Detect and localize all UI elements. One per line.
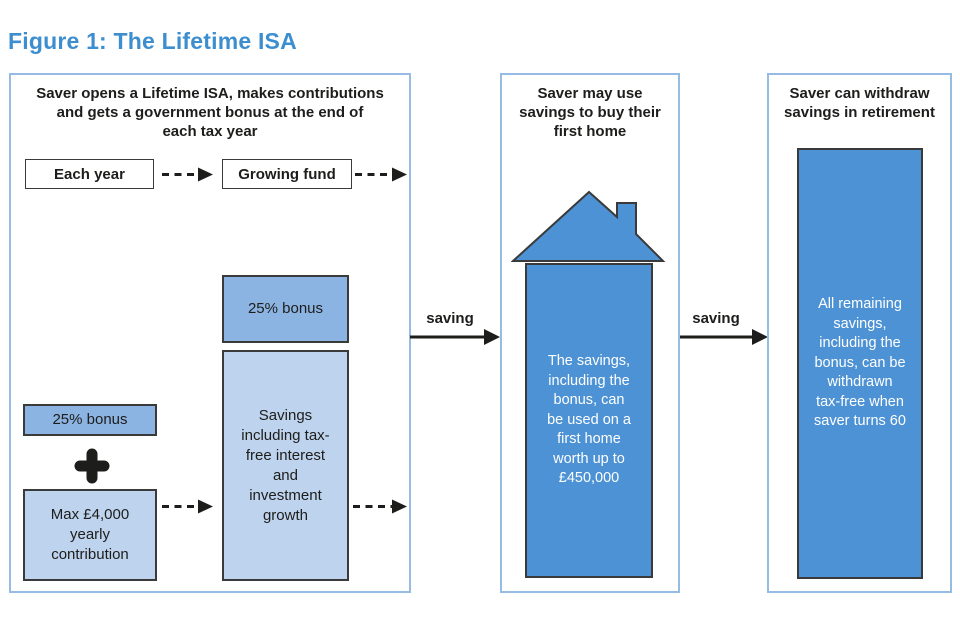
solid-arrow-icon [410, 329, 500, 345]
growing-fund-box: Growing fund [222, 159, 352, 189]
bonus-top-label: 25% bonus [247, 300, 324, 317]
panel-contributions-header: Saver opens a Lifetime ISA, makes contri… [36, 85, 384, 140]
solid-arrow-icon [680, 329, 768, 345]
dashed-arrow-icon [162, 167, 213, 182]
panel-retirement: Saver can withdraw savings in retirement… [767, 73, 952, 593]
bonus-box-top: 25% bonus [222, 275, 349, 343]
savings-growth-label: Savings including tax- free interest and… [241, 406, 330, 524]
dashed-arrow-icon [355, 167, 407, 182]
house-body-box: The savings, including the bonus, can be… [525, 263, 653, 578]
first-home-body-text: The savings, including the bonus, can be… [547, 353, 631, 487]
plus-icon [74, 448, 110, 484]
house-roof-icon [511, 190, 666, 262]
panel-contributions: Saver opens a Lifetime ISA, makes contri… [9, 73, 411, 593]
max-contribution-label: Max £4,000 yearly contribution [50, 506, 130, 563]
saving-label: saving [426, 310, 474, 327]
retirement-box: All remaining savings, including the bon… [797, 148, 923, 579]
panel-retirement-header: Saver can withdraw savings in retirement [784, 85, 935, 121]
bonus-box-small: 25% bonus [23, 404, 157, 436]
bonus-small-label: 25% bonus [52, 411, 128, 428]
max-contribution-box: Max £4,000 yearly contribution [23, 489, 157, 581]
savings-growth-box: Savings including tax- free interest and… [222, 350, 349, 581]
retirement-body-text: All remaining savings, including the bon… [814, 296, 906, 430]
each-year-label: Each year [54, 165, 125, 183]
panel-first-home-header: Saver may use savings to buy their first… [519, 85, 661, 140]
each-year-box: Each year [25, 159, 154, 189]
dashed-arrow-icon [162, 499, 213, 514]
panel-first-home: Saver may use savings to buy their first… [500, 73, 680, 593]
dashed-arrow-icon [353, 499, 407, 514]
saving-label: saving [692, 310, 740, 327]
growing-fund-label: Growing fund [238, 165, 336, 183]
figure-title: Figure 1: The Lifetime ISA [8, 28, 297, 54]
